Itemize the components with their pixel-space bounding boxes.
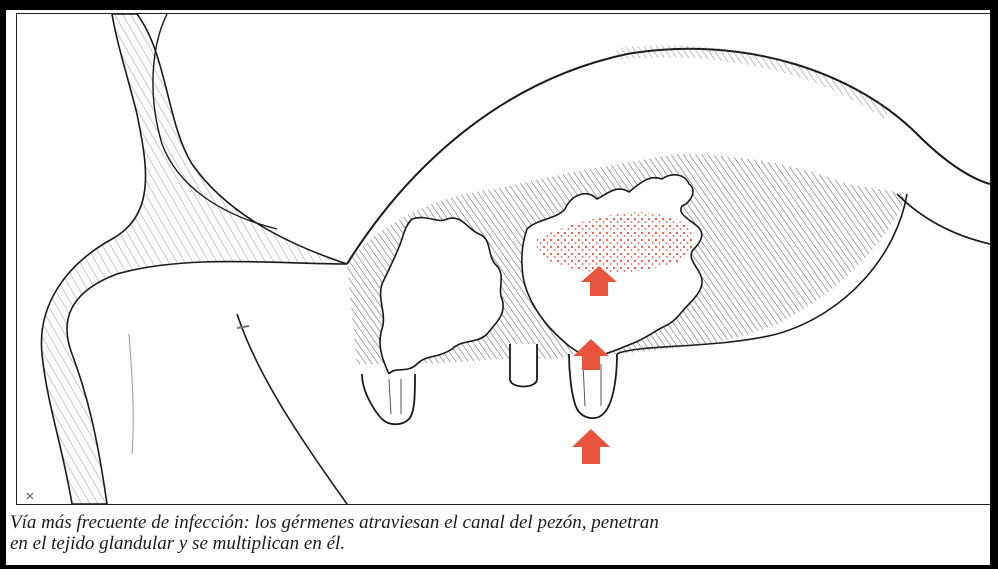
udder-drawing (17, 14, 990, 504)
frame-border-left (0, 0, 6, 569)
teat-middle (510, 344, 537, 387)
teat-left (362, 374, 415, 424)
frame-border-bottom (0, 565, 998, 569)
caption-line-1: Vía más frecuente de infección: los gérm… (10, 512, 995, 533)
frame-border-right (990, 0, 998, 569)
figure-caption: Vía más frecuente de infección: los gérm… (10, 512, 995, 554)
caption-line-2: en el tejido glandular y se multiplican … (10, 533, 995, 554)
udder-illustration (16, 13, 991, 505)
left-leg (41, 14, 347, 504)
infection-arrow-icon (572, 429, 610, 464)
gland-tissue (347, 154, 907, 374)
frame-border-top (0, 0, 998, 10)
